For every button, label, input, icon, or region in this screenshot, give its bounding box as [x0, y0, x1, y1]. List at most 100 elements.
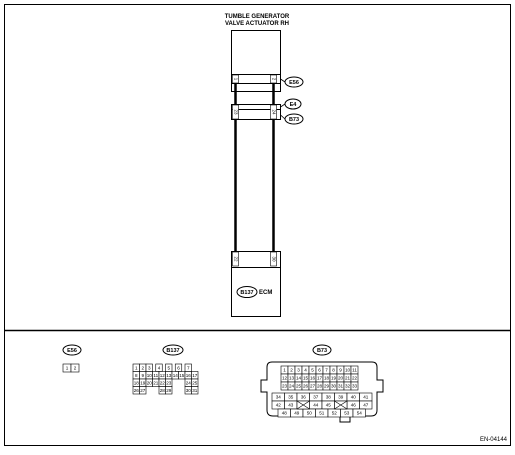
- b73-pin-number: 46: [351, 403, 357, 408]
- b137-pin-number: 30: [186, 388, 192, 393]
- actuator-title-line2: VALVE ACTUATOR RH: [225, 21, 289, 27]
- b137-pin22-box: [232, 251, 239, 267]
- b137-pin-number: 14: [173, 373, 179, 378]
- b73-pin-number: 36: [301, 395, 307, 400]
- b137-cell: [191, 386, 199, 395]
- callout-e56-label: E56: [289, 80, 299, 86]
- b73-pin-number: 43: [288, 403, 294, 408]
- b73-pin-number: 33: [352, 384, 358, 389]
- e4-connector-bottom: [231, 109, 281, 120]
- b137-pin-number: 28: [160, 388, 166, 393]
- b73-pin-number: 9: [339, 368, 342, 373]
- b137-pin-number: 25: [192, 380, 198, 385]
- e56-pin2-label: 2: [271, 78, 276, 81]
- b73-pin-number: 32: [345, 384, 351, 389]
- b73-blank-mark: [296, 400, 310, 410]
- b137-pin-number: 2: [141, 365, 144, 370]
- b137-cell: [165, 386, 173, 395]
- b137-pin-number: 23: [166, 380, 172, 385]
- b73-pin-number: 13: [289, 376, 295, 381]
- b73-pin-number: 19: [331, 376, 337, 381]
- b73-pin-number: 7: [325, 368, 328, 373]
- b73-blank-mark: [334, 400, 348, 410]
- b73-pin-number: 41: [363, 395, 369, 400]
- b73-pin-number: 28: [317, 384, 323, 389]
- b73-pin-number: 18: [324, 376, 330, 381]
- b137-pin-number: 29: [166, 388, 172, 393]
- b137-pin-number: 20: [147, 380, 153, 385]
- b137-pin-number: 15: [179, 373, 185, 378]
- b137-pin-number: 6: [177, 365, 180, 370]
- b137-pin-number: 12: [160, 373, 166, 378]
- b137-face-label: B137: [166, 348, 179, 354]
- e4-pin24-box: [270, 104, 277, 120]
- b73-pin-number: 4: [304, 368, 307, 373]
- b73-pin-number: 35: [288, 395, 294, 400]
- b73-pin-number: 15: [303, 376, 309, 381]
- b73-pin-number: 50: [307, 411, 313, 416]
- b73-pin-number: 38: [326, 395, 332, 400]
- b73-pin-number: 1: [283, 368, 286, 373]
- callout-b137-label: B137: [240, 290, 253, 296]
- b137-pin-number: 21: [153, 380, 159, 385]
- b137-pin30-box: [270, 251, 277, 267]
- callout-e4: E4: [280, 98, 302, 110]
- b73-pin-number: 22: [352, 376, 358, 381]
- b73-pin-number: 10: [345, 368, 351, 373]
- b73-pin-number: 39: [338, 395, 344, 400]
- e56-face-label: E56: [67, 348, 77, 354]
- callout-b73: B73: [280, 113, 304, 125]
- actuator-title-line1: TUMBLE GENERATOR: [225, 14, 290, 20]
- b137-pin-number: 8: [135, 373, 138, 378]
- b137-pin-number: 31: [192, 388, 198, 393]
- b137-pin-number: 16: [186, 373, 192, 378]
- b73-pin-number: 44: [313, 403, 319, 408]
- callout-e56: E56: [280, 76, 304, 88]
- b73-pin-number: 37: [313, 395, 319, 400]
- b137-pin-number: 26: [134, 388, 140, 393]
- b73-pin-number: 5: [311, 368, 314, 373]
- figure-id: EN-04144: [480, 437, 508, 443]
- b73-pin-number: 6: [318, 368, 321, 373]
- b137-pin-number: 9: [141, 373, 144, 378]
- b73-pin-number: 26: [303, 384, 309, 389]
- e4-pin24-label: 24: [271, 109, 276, 115]
- b73-pin-number: 34: [276, 395, 282, 400]
- b137-pin-number: 11: [153, 373, 158, 378]
- b73-pin-number: 24: [289, 384, 295, 389]
- e56-pin-number: 2: [74, 366, 77, 371]
- b73-pin-number: 16: [310, 376, 316, 381]
- e4-pin23-box: [232, 104, 239, 120]
- b73-pin-number: 31: [338, 384, 344, 389]
- b73-pin-number: 53: [344, 411, 350, 416]
- b73-pin-number: 52: [332, 411, 338, 416]
- b137-pin-number: 10: [147, 373, 153, 378]
- b73-pin-number: 51: [319, 411, 325, 416]
- b73-pin-number: 21: [345, 376, 351, 381]
- outer-border: [4, 4, 511, 446]
- b137-pin30-label: 30: [271, 256, 276, 262]
- b73-pin-number: 48: [282, 411, 288, 416]
- b73-cell: [350, 381, 359, 391]
- b73-face-label: B73: [317, 348, 327, 354]
- b137-pin-number: 3: [148, 365, 151, 370]
- b73-pin-number: 23: [282, 384, 288, 389]
- b73-pin-number: 14: [296, 376, 302, 381]
- b137-pin-number: 18: [134, 380, 140, 385]
- e56-pin-number: 1: [66, 366, 69, 371]
- b137-pin-number: 24: [186, 380, 192, 385]
- callout-b73-label: B73: [289, 117, 299, 123]
- e4-pin23-label: 23: [233, 109, 238, 115]
- b137-pin22-label: 22: [233, 256, 238, 262]
- b73-pin-number: 8: [332, 368, 335, 373]
- b73-pin-number: 49: [294, 411, 300, 416]
- ecm-label: ECM: [259, 290, 272, 296]
- b137-pin-number: 17: [192, 373, 198, 378]
- b73-pin-number: 54: [357, 411, 363, 416]
- callout-b137: B137: [236, 286, 258, 298]
- b137-pin-number: 27: [140, 388, 146, 393]
